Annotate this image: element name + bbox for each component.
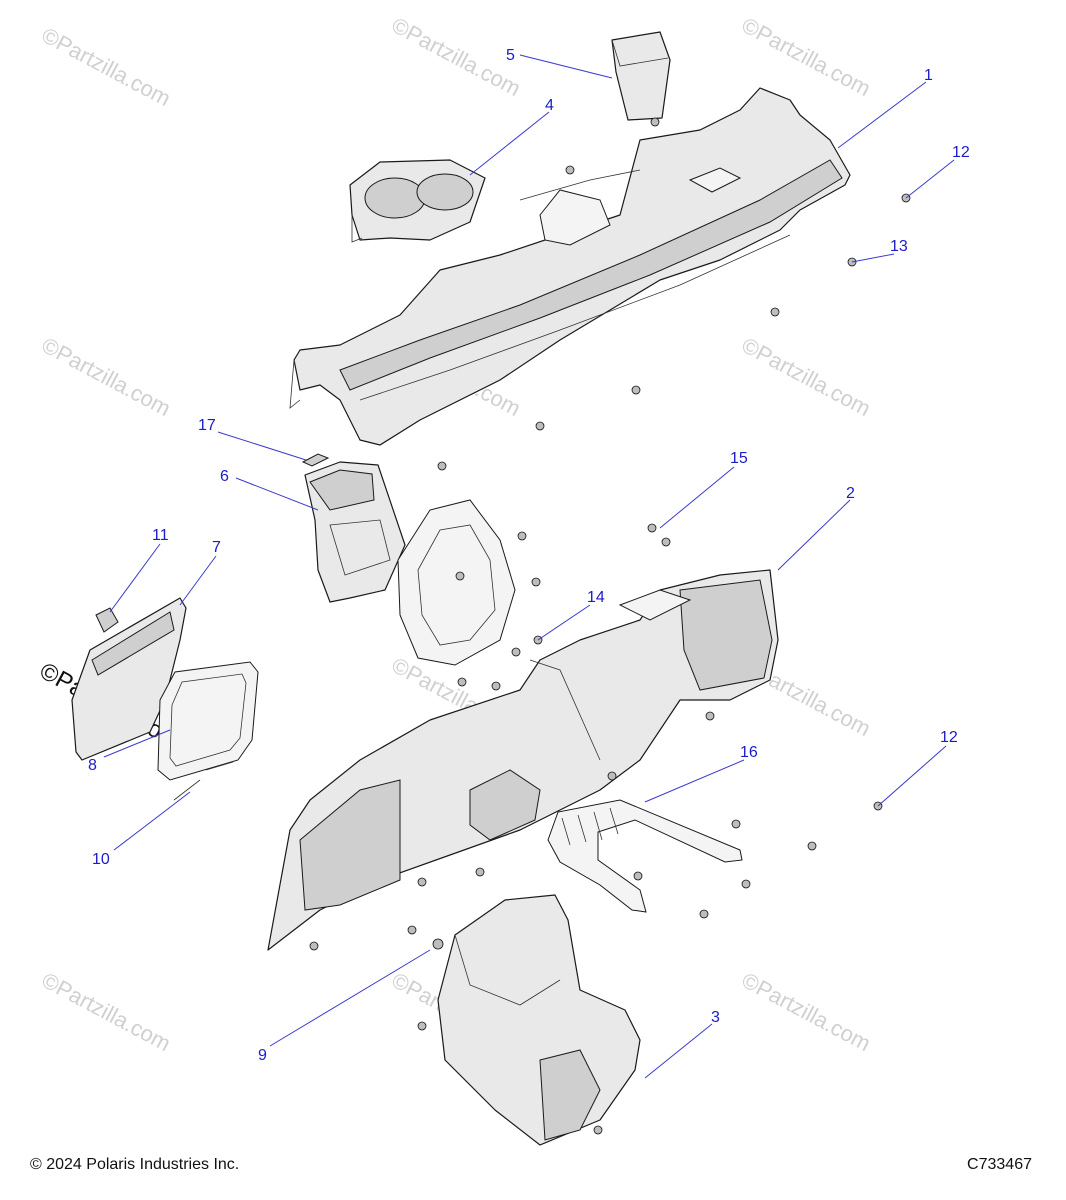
callout-number: 12	[952, 144, 970, 161]
screw-icon	[631, 385, 641, 395]
callout-number: 11	[152, 527, 169, 544]
callout-number: 17	[198, 417, 216, 434]
screw-icon	[455, 571, 465, 581]
part-cup-holder	[349, 159, 486, 243]
leader-line	[644, 759, 745, 803]
leader-line	[659, 466, 735, 529]
leader-line	[217, 431, 307, 461]
part-strap-bracket	[547, 799, 743, 913]
callout-number: 10	[92, 851, 110, 868]
leader-line	[644, 1023, 713, 1079]
callout-number: 16	[740, 744, 758, 761]
part-mounting-bracket	[397, 499, 516, 666]
part-clip	[301, 453, 330, 467]
leader-line	[877, 745, 947, 807]
screw-icon	[491, 681, 501, 691]
screw-icon	[437, 461, 447, 471]
screw-icon	[309, 941, 319, 951]
screw-icon	[633, 871, 643, 881]
callout-number: 15	[730, 450, 748, 467]
callout-number: 8	[88, 757, 97, 774]
screw-icon	[565, 165, 575, 175]
leader-line	[113, 791, 191, 851]
screw-icon	[457, 677, 467, 687]
screw-icon	[535, 421, 545, 431]
leader-line	[519, 54, 613, 79]
part-door-panel	[71, 597, 187, 761]
watermark: ©Partzilla.com	[738, 12, 875, 101]
screw-icon	[417, 877, 427, 887]
callout-number: 13	[890, 238, 908, 255]
part-lower-cover	[437, 894, 641, 1146]
callout-number: 6	[220, 468, 229, 485]
copyright-text: © 2024 Polaris Industries Inc.	[30, 1156, 240, 1173]
leader-line	[537, 604, 591, 641]
part-latch	[95, 607, 119, 633]
screw-icon	[770, 307, 780, 317]
part-seal	[157, 661, 259, 781]
leader-line	[179, 555, 217, 606]
screw-icon	[699, 909, 709, 919]
leader-lines	[103, 54, 955, 1079]
screw-icon	[417, 1021, 427, 1031]
callout-number: 14	[587, 589, 605, 606]
screw-icon	[807, 841, 817, 851]
screw-icon	[432, 938, 444, 950]
bolt-icon	[205, 761, 234, 771]
part-lower-dash	[267, 569, 779, 951]
screw-icon	[741, 879, 751, 889]
leader-line	[777, 499, 851, 571]
leader-line	[109, 543, 161, 613]
screw-icon	[607, 771, 617, 781]
screw-icon	[705, 711, 715, 721]
part-storage-cup	[611, 31, 671, 121]
screw-icon	[407, 925, 417, 935]
watermark: ©Partzilla.com	[738, 967, 875, 1056]
watermark: ©Partzilla.com	[38, 22, 175, 111]
bolt-icon	[173, 779, 201, 801]
leader-line	[905, 159, 955, 199]
callout-number: 2	[846, 485, 855, 502]
screw-icon	[511, 647, 521, 657]
diagram-code: C733467	[967, 1156, 1032, 1173]
watermark: ©Partzilla.com	[38, 967, 175, 1056]
callout-number: 9	[258, 1047, 267, 1064]
leader-line	[103, 729, 171, 758]
leader-line	[469, 111, 550, 176]
screw-icon	[517, 531, 527, 541]
leader-line	[235, 477, 319, 511]
watermark: ©Partzilla.com	[738, 332, 875, 421]
callout-number: 1	[924, 67, 933, 84]
screw-icon	[647, 523, 657, 533]
leader-line	[269, 949, 431, 1047]
watermark: ©Partzilla.com	[388, 12, 525, 101]
screw-icon	[731, 819, 741, 829]
callout-number: 3	[711, 1009, 720, 1026]
leader-line	[837, 81, 927, 149]
screw-icon	[650, 117, 660, 127]
part-upper-dash-panel	[289, 87, 851, 446]
part-side-panel	[304, 461, 406, 603]
leader-line	[851, 253, 895, 263]
screw-icon	[531, 577, 541, 587]
callout-number: 4	[545, 97, 554, 114]
screw-icon	[661, 537, 671, 547]
watermark: ©Partzilla.com	[38, 332, 175, 421]
screw-icon	[593, 1125, 603, 1135]
callout-number: 12	[940, 729, 958, 746]
callout-number: 5	[506, 47, 515, 64]
callout-number: 7	[212, 539, 221, 556]
screw-icon	[475, 867, 485, 877]
callout-labels: 1 2 3 4 5 6 7 8 9 10 11 12 12 13 14 15 1…	[88, 47, 970, 1064]
